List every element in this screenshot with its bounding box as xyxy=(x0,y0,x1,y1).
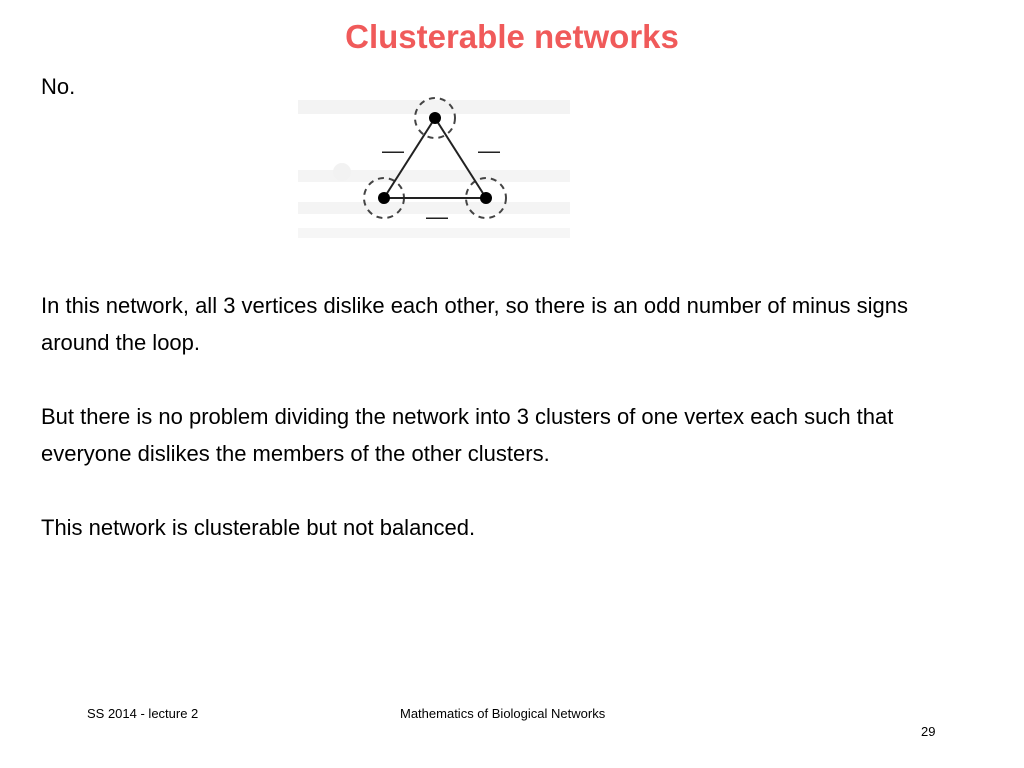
edge-top-right xyxy=(434,117,487,199)
vertex-left xyxy=(378,192,390,204)
minus-sign-bottom: — xyxy=(426,204,448,229)
edge-top-left xyxy=(383,117,436,199)
cluster-circle-right xyxy=(465,177,507,219)
paragraph-odd-minus: In this network, all 3 vertices dislike … xyxy=(41,293,908,355)
page-number: 29 xyxy=(921,724,936,739)
paragraph-conclusion: This network is clusterable but not bala… xyxy=(41,515,476,540)
cluster-circle-top xyxy=(414,97,456,139)
faded-background-artifacts xyxy=(298,100,570,238)
network-figure: — — — xyxy=(298,92,570,240)
answer-text: No. xyxy=(41,74,76,99)
footer-lecture: SS 2014 - lecture 2 xyxy=(87,706,199,721)
vertex-right xyxy=(480,192,492,204)
slide-title: Clusterable networks xyxy=(345,18,679,55)
minus-sign-right: — xyxy=(478,138,500,163)
footer-course: Mathematics of Biological Networks xyxy=(400,706,606,721)
paragraph-clusters: But there is no problem dividing the net… xyxy=(41,404,894,466)
triangle-network-diagram: — — — xyxy=(298,97,570,238)
minus-sign-left: — xyxy=(382,138,404,163)
vertex-top xyxy=(429,112,441,124)
